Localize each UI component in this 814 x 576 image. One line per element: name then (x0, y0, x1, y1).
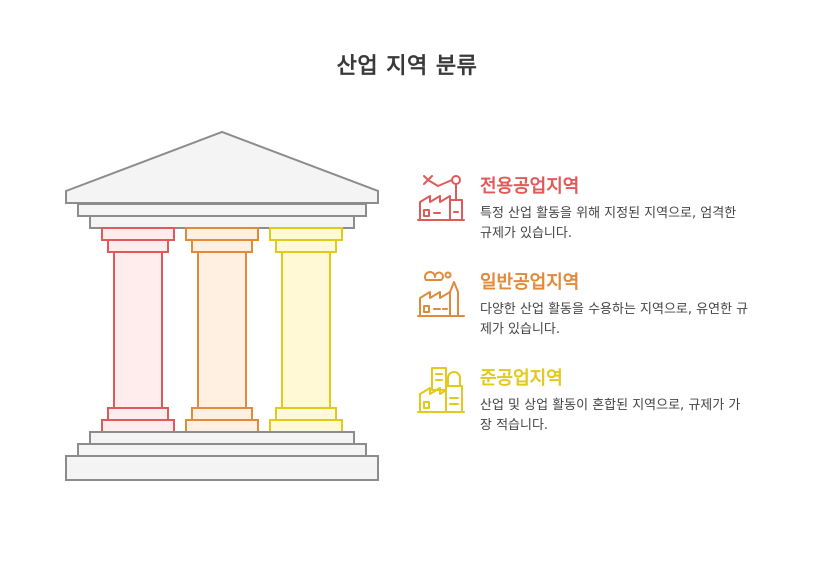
item-description: 특정 산업 활동을 위해 지정된 지역으로, 엄격한 규제가 있습니다. (480, 206, 737, 241)
temple-entablature-bottom (89, 215, 355, 229)
column-red (101, 227, 175, 433)
factory-smoke-icon (417, 271, 465, 317)
temple-roof (65, 130, 379, 204)
temple-entablature-top (77, 203, 367, 217)
temple-base-middle (77, 443, 367, 457)
page-title: 산업 지역 분류 (336, 54, 478, 79)
item-heading: 전용공업지역 (480, 176, 580, 197)
temple-base-bottom (65, 455, 379, 481)
item-description: 다양한 산업 활동을 수용하는 지역으로, 유연한 규제가 있습니다. (480, 302, 749, 337)
column-orange (185, 227, 259, 433)
item-heading: 일반공업지역 (480, 272, 580, 293)
item-description: 산업 및 상업 활동이 혼합된 지역으로, 규제가 가장 적습니다. (480, 398, 741, 433)
temple-base-top (89, 431, 355, 445)
column-yellow (269, 227, 343, 433)
mixed-building-factory-icon (417, 367, 465, 413)
item-heading: 준공업지역 (480, 368, 563, 389)
industrial-robot-factory-icon (417, 175, 465, 221)
